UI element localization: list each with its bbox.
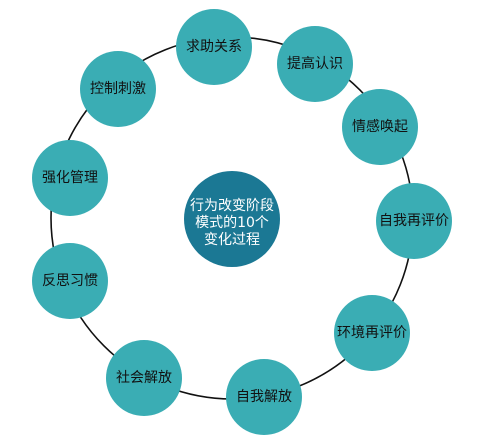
node-qinggan-huanqi: 情感唤起	[342, 89, 418, 165]
node-label: 情感唤起	[352, 118, 408, 135]
node-shehui-jiefang: 社会解放	[106, 340, 182, 416]
node-label: 自我再评价	[379, 213, 449, 229]
center-label-line-3: 变化过程	[204, 232, 260, 248]
node-label: 社会解放	[116, 370, 172, 386]
node-circle	[32, 140, 108, 216]
center-circle	[184, 171, 280, 267]
node-label: 反思习惯	[42, 272, 98, 289]
node-circle	[334, 295, 410, 371]
center-label-line-2: 模式的10个	[195, 215, 269, 231]
center-label-line-1: 行为改变阶段	[190, 198, 274, 214]
node-label: 环境再评价	[337, 325, 407, 341]
node-kongzhi-ciji: 控制刺激	[80, 51, 156, 127]
node-circle	[342, 89, 418, 165]
node-huanjing-zaipingjia: 环境再评价	[334, 295, 410, 371]
node-circle	[176, 9, 252, 85]
node-qianghua-guanli: 强化管理	[32, 140, 108, 216]
node-ziwo-zaipingjia: 自我再评价	[376, 183, 452, 259]
node-circle	[226, 359, 302, 435]
node-label: 求助关系	[186, 39, 242, 55]
node-label: 自我解放	[236, 389, 292, 405]
node-label: 提高认识	[287, 55, 343, 72]
node-circle	[106, 340, 182, 416]
node-label: 强化管理	[42, 170, 98, 186]
node-circle	[376, 183, 452, 259]
center-node: 行为改变阶段 模式的10个 变化过程	[184, 171, 280, 267]
node-circle	[80, 51, 156, 127]
node-fansi-xiguan: 反思习惯	[32, 243, 108, 319]
node-ziwo-jiefang: 自我解放	[226, 359, 302, 435]
node-circle	[277, 26, 353, 102]
node-label: 控制刺激	[90, 80, 146, 97]
node-qiuzhu-guanxi: 求助关系	[176, 9, 252, 85]
node-circle	[32, 243, 108, 319]
node-tigao-renshi: 提高认识	[277, 26, 353, 102]
